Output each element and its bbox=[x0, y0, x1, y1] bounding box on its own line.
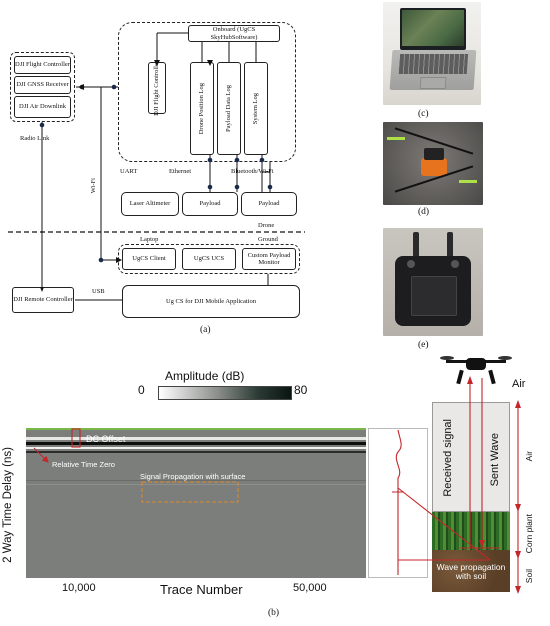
usb-label: USB bbox=[92, 288, 105, 295]
payload-label-1: Payload bbox=[199, 200, 221, 208]
remote-controller-photo bbox=[383, 228, 483, 336]
soil-zone bbox=[432, 550, 510, 592]
annotation-dc-offset: DC Offset bbox=[86, 434, 126, 444]
payload-box-1: Payload bbox=[182, 192, 238, 216]
ground-label: Ground bbox=[258, 236, 278, 243]
caption-a: (a) bbox=[200, 325, 211, 335]
bluetooth-wifi-label: Bluetooth/Wi-Fi bbox=[231, 168, 274, 175]
onboard-title-box: Onboard (UgCS SkyHubSoftware) bbox=[188, 25, 280, 42]
colorbar-min-label: 0 bbox=[138, 383, 145, 397]
ugcs-ucs-label: UgCS UCS bbox=[193, 255, 225, 263]
dji-remote-controller-box: DJI Remote Controller bbox=[12, 287, 74, 313]
custom-payload-monitor-label: Custom Payload Monitor bbox=[247, 251, 291, 266]
onboard-title: Onboard (UgCS SkyHubSoftware) bbox=[210, 26, 258, 41]
laptop-label: Laptop bbox=[140, 236, 159, 243]
payload-box-2: Payload bbox=[241, 192, 297, 216]
x-tick-50000: 50,000 bbox=[293, 582, 327, 594]
custom-payload-monitor-box: Custom Payload Monitor bbox=[242, 248, 296, 270]
payload-label-2: Payload bbox=[258, 200, 280, 208]
radargram-plot bbox=[26, 428, 366, 578]
remote-controller-icon bbox=[395, 256, 471, 326]
x-tick-10000: 10,000 bbox=[62, 582, 96, 594]
ugcs-ucs-box: UgCS UCS bbox=[182, 248, 236, 270]
annotation-relative-time-zero: Relative Time Zero bbox=[52, 460, 115, 469]
dji-flight-controller-label: DJI Flight Controller bbox=[15, 61, 70, 69]
dji-air-downlink-box: DJI Air Downlink bbox=[14, 96, 71, 118]
drone-position-log-box: Drone Position Log bbox=[190, 62, 214, 155]
ugcs-mobile-app-box: Ug CS for DJI Mobile Application bbox=[122, 285, 300, 318]
corn-zone bbox=[432, 512, 510, 550]
ugcs-client-label: UgCS Client bbox=[132, 255, 166, 263]
colorbar-max-label: 80 bbox=[294, 383, 308, 397]
laser-altimeter-label: Laser Altimeter bbox=[129, 200, 171, 208]
system-log-box: System Log bbox=[244, 62, 268, 155]
ugcs-client-box: UgCS Client bbox=[122, 248, 176, 270]
payload-data-log-box: Payload Data Log bbox=[217, 62, 241, 155]
caption-c: (c) bbox=[418, 109, 429, 119]
uart-label: UART bbox=[120, 168, 138, 175]
laptop-photo bbox=[383, 2, 481, 105]
laser-altimeter-box: Laser Altimeter bbox=[121, 192, 179, 216]
dji-controller-group bbox=[10, 52, 75, 122]
dji-remote-controller-label: DJI Remote Controller bbox=[13, 296, 73, 304]
drone-photo bbox=[383, 122, 483, 205]
onboard-container bbox=[118, 22, 296, 162]
dji-flight-controller-box: DJI Flight Controller bbox=[14, 56, 71, 74]
air-zone bbox=[432, 402, 510, 512]
dji-gnss-receiver-label: DJI GNSS Receiver bbox=[16, 81, 69, 89]
caption-d: (d) bbox=[418, 207, 430, 217]
wave-soil-label: Wave propagation with soil bbox=[436, 562, 506, 581]
caption-b: (b) bbox=[268, 608, 280, 618]
amplitude-title: Amplitude (dB) bbox=[165, 369, 245, 383]
field-scene bbox=[432, 402, 510, 592]
dji-air-downlink-label: DJI Air Downlink bbox=[19, 103, 66, 111]
laptop-screen-icon bbox=[400, 8, 466, 50]
drone-icon bbox=[440, 352, 512, 386]
drone-label: Drone bbox=[258, 222, 275, 229]
drone-body-icon bbox=[421, 158, 447, 176]
ugcs-mobile-app-label: Ug CS for DJI Mobile Application bbox=[165, 297, 257, 305]
dji-gnss-receiver-box: DJI GNSS Receiver bbox=[14, 76, 71, 94]
annotation-signal-propagation: Signal Propagation with surface bbox=[140, 472, 246, 481]
radio-link-label: Radio Link bbox=[20, 135, 50, 142]
amplitude-colorbar bbox=[158, 386, 292, 400]
x-axis-label: Trace Number bbox=[160, 582, 243, 597]
air-label: Air bbox=[512, 378, 526, 390]
ethernet-label: Ethernet bbox=[169, 168, 192, 175]
caption-e: (e) bbox=[418, 340, 429, 350]
